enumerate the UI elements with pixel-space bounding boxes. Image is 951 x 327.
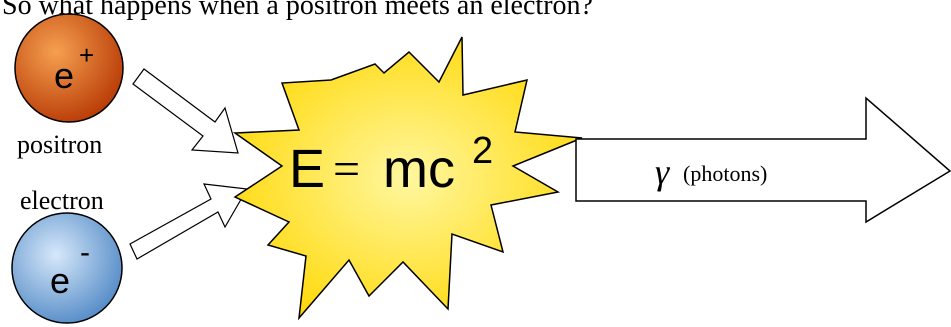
electron-ball — [11, 212, 123, 324]
electron-particle: e - — [11, 212, 123, 324]
positron-ball — [14, 13, 124, 123]
explosion-burst — [232, 36, 583, 321]
positron-label: positron — [17, 130, 102, 159]
positron-charge: + — [79, 40, 94, 70]
electron-label: electron — [20, 186, 104, 215]
equation-exponent: 2 — [472, 130, 493, 172]
equation: E = mc 2 — [289, 130, 493, 199]
electron-charge: - — [80, 236, 90, 269]
positron-arrow — [132, 68, 239, 154]
electron-arrow — [129, 183, 248, 260]
gamma-symbol: γ — [655, 152, 670, 192]
equation-equals: = — [333, 143, 360, 196]
positron-particle: e + — [14, 13, 124, 123]
electron-symbol: e — [50, 260, 70, 301]
positron-symbol: e — [54, 55, 74, 96]
photons-label: (photons) — [683, 161, 767, 186]
heading: So what happens when a positron meets an… — [2, 0, 593, 21]
photon-arrow — [575, 96, 951, 224]
equation-lhs: E — [289, 139, 325, 199]
equation-rhs: mc — [383, 139, 455, 199]
